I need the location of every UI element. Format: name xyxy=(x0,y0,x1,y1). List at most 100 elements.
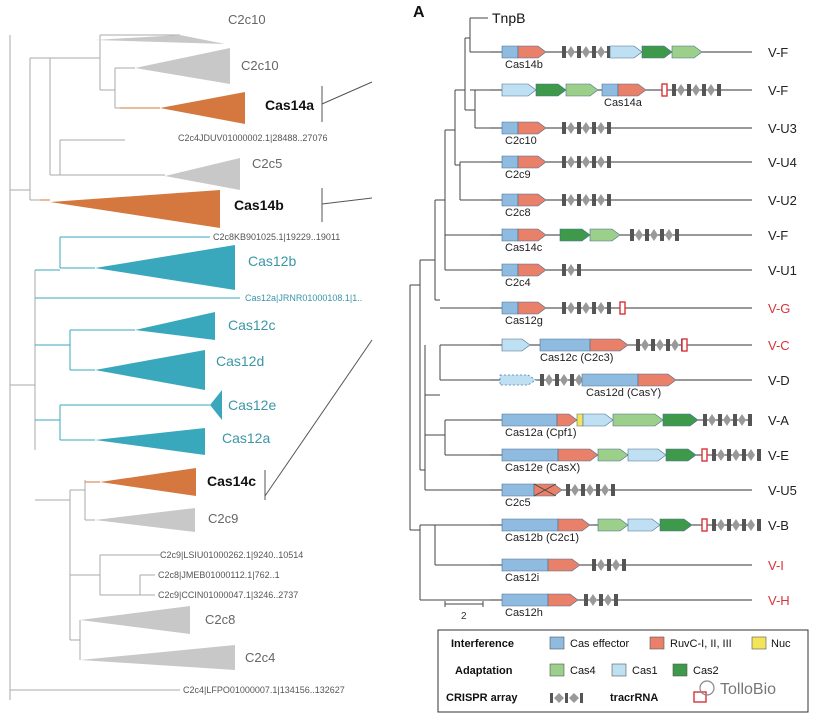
crispr-spacer xyxy=(597,46,605,58)
locus-name: Cas12a (Cpf1) xyxy=(505,427,577,439)
locus-type: V-U3 xyxy=(768,121,797,136)
clade-cas12a xyxy=(95,428,205,455)
clade-c2c10-b xyxy=(135,48,230,84)
gene-R xyxy=(517,121,547,135)
label-c2c9: C2c9 xyxy=(208,511,238,526)
legend: Interference Adaptation CRISPR array Cas… xyxy=(437,629,809,713)
crispr-spacer xyxy=(560,374,568,386)
gene-1 xyxy=(582,413,614,427)
locus-name: C2c10 xyxy=(505,135,537,147)
crispr-spacer xyxy=(582,194,590,206)
crispr-spacer xyxy=(732,449,740,461)
locus-type: V-U5 xyxy=(768,483,797,498)
legend-swatch-ruvc xyxy=(649,636,665,650)
locus-name: C2c8 xyxy=(505,207,531,219)
crispr-spacer xyxy=(707,84,715,96)
gene-X xyxy=(533,483,563,497)
crispr-spacer xyxy=(717,449,725,461)
label-cas14b: Cas14b xyxy=(234,197,284,213)
crispr-spacer xyxy=(597,302,605,314)
gene-4 xyxy=(671,45,703,59)
right-tree xyxy=(409,17,490,607)
clade-cas12e xyxy=(210,390,222,420)
locus-type: V-H xyxy=(768,593,790,608)
crispr-repeat xyxy=(599,594,603,606)
crispr-repeat xyxy=(702,84,706,96)
gene-E xyxy=(539,338,591,352)
crispr-spacer xyxy=(597,156,605,168)
crispr-spacer xyxy=(641,339,649,351)
crispr-spacer xyxy=(567,122,575,134)
tracrrna-mark xyxy=(619,301,626,315)
gene-R xyxy=(556,413,578,427)
crispr-spacer xyxy=(665,229,673,241)
gene-R xyxy=(517,263,547,277)
crispr-repeat xyxy=(577,302,581,314)
gene-E xyxy=(601,83,619,97)
legend-interference: Interference xyxy=(451,638,514,650)
gene-E xyxy=(581,373,639,387)
crispr-spacer xyxy=(582,46,590,58)
crispr-spacer xyxy=(738,414,746,426)
crispr-spacer xyxy=(747,519,755,531)
locus-type: V-G xyxy=(768,301,790,316)
crispr-spacer xyxy=(589,594,597,606)
label-c2c9-lsiu: C2c9|LSIU01000262.1|9240..10514 xyxy=(160,550,303,560)
legend-swatch-nuc xyxy=(751,636,767,650)
crispr-spacer xyxy=(567,46,575,58)
crispr-repeat xyxy=(718,414,722,426)
crispr-repeat xyxy=(614,594,618,606)
gene-E xyxy=(501,155,519,169)
crispr-repeat xyxy=(703,414,707,426)
locus-row: C2c8 V-U2 xyxy=(490,193,797,219)
locus-type: V-B xyxy=(768,518,789,533)
gene-4 xyxy=(565,83,599,97)
gene-E xyxy=(501,228,519,242)
label-cas12e: Cas12e xyxy=(228,397,276,413)
crispr-repeat xyxy=(584,594,588,606)
crispr-spacer xyxy=(586,484,594,496)
crispr-spacer xyxy=(635,229,643,241)
watermark: TolloBio xyxy=(699,680,776,698)
crispr-spacer xyxy=(597,194,605,206)
crispr-repeat xyxy=(645,229,649,241)
legend-nuc: Nuc xyxy=(771,638,791,650)
crispr-repeat xyxy=(727,519,731,531)
crispr-repeat xyxy=(630,229,634,241)
crispr-repeat xyxy=(712,519,716,531)
locus-type: V-C xyxy=(768,338,790,353)
cas1-dashed-gene xyxy=(499,374,537,386)
gene-1 xyxy=(627,448,667,462)
left-connector-lines xyxy=(264,81,373,500)
tracrrna-mark xyxy=(701,518,708,532)
tracrrna-mark xyxy=(681,338,688,352)
gene-R xyxy=(557,518,591,532)
locus-type: V-D xyxy=(768,373,790,388)
locus-type: V-A xyxy=(768,413,789,428)
locus-name: Cas12i xyxy=(505,572,539,584)
left-tree-teal-branches xyxy=(35,236,240,441)
crispr-repeat xyxy=(596,484,600,496)
crispr-repeat xyxy=(562,156,566,168)
legend-swatch-effector xyxy=(549,636,565,650)
legend-cas4: Cas4 xyxy=(570,665,596,677)
crispr-repeat xyxy=(727,449,731,461)
gene-E xyxy=(501,558,549,572)
locus-type: V-F xyxy=(768,83,788,98)
right-tree-branches xyxy=(409,17,490,601)
crispr-repeat xyxy=(622,559,626,571)
crispr-spacer xyxy=(567,194,575,206)
label-cas12c: Cas12c xyxy=(228,317,275,333)
gene-4 xyxy=(597,518,629,532)
crispr-repeat xyxy=(592,156,596,168)
locus-name: C2c4 xyxy=(505,277,531,289)
legend-crispr-array: CRISPR array xyxy=(446,692,518,704)
clade-c2c10-a xyxy=(95,35,225,44)
label-cas12d: Cas12d xyxy=(216,353,264,369)
crispr-repeat xyxy=(562,46,566,58)
gene-E xyxy=(501,121,519,135)
locus-type: V-U2 xyxy=(768,193,797,208)
gene-2 xyxy=(665,448,697,462)
